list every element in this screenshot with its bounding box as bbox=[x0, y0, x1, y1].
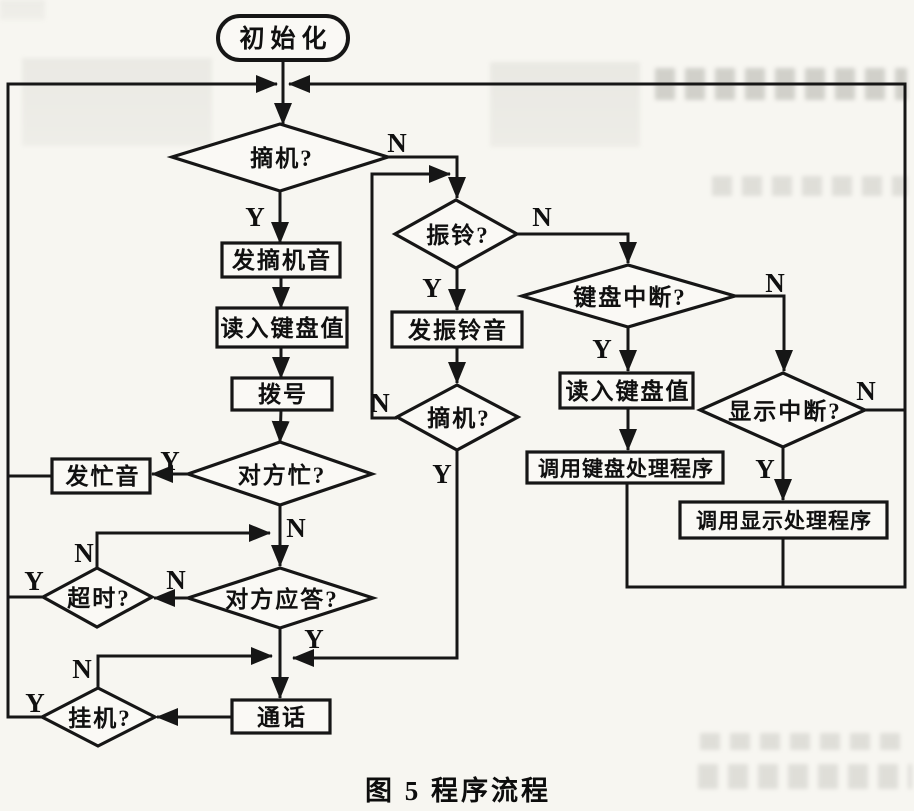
node-answer: 对方应答? bbox=[182, 566, 379, 630]
answer-label: 对方应答? bbox=[225, 586, 339, 612]
read-key-int-label: 读入键盘值 bbox=[566, 378, 691, 404]
read-key-main-rect bbox=[215, 306, 349, 349]
offhook2-diamond bbox=[393, 383, 522, 452]
node-kbd-int: 键盘中断? bbox=[516, 263, 741, 329]
call-kbd-handler-rect bbox=[525, 450, 725, 485]
timeout-label: 超时? bbox=[67, 586, 131, 611]
timeout-no-label: N bbox=[74, 538, 94, 568]
node-send-offhook-tone: 发摘机音 bbox=[220, 241, 342, 279]
edge-offhook1-no bbox=[388, 155, 466, 199]
read-key-int-rect bbox=[558, 371, 695, 410]
node-talk: 通话 bbox=[230, 698, 332, 735]
offhook1-diamond bbox=[166, 122, 394, 193]
kbd-int-label: 键盘中断? bbox=[573, 284, 687, 310]
offhook2-no-label: N bbox=[370, 388, 390, 418]
talk-label: 通话 bbox=[257, 705, 307, 730]
edge-offhook2-no-loop bbox=[370, 165, 451, 420]
edge-kbdint-no bbox=[735, 294, 793, 372]
offhook1-label: 摘机? bbox=[250, 145, 314, 171]
timeout-yes-label: Y bbox=[24, 566, 44, 596]
edge-right-feedback-rail bbox=[288, 75, 907, 589]
kbd-int-diamond bbox=[516, 263, 741, 329]
dial-label: 拨号 bbox=[258, 382, 308, 407]
busy-yes-label: Y bbox=[160, 446, 180, 476]
call-disp-handler-label: 调用显示处理程序 bbox=[696, 509, 872, 533]
send-offhook-tone-label: 发摘机音 bbox=[231, 247, 332, 273]
dial-rect bbox=[230, 376, 334, 412]
node-ring: 振铃? bbox=[391, 198, 521, 270]
node-read-key-main: 读入键盘值 bbox=[215, 306, 349, 349]
send-ring-tone-label: 发振铃音 bbox=[407, 317, 508, 343]
edge-hangup-no bbox=[96, 647, 273, 688]
send-busy-tone-label: 发忙音 bbox=[65, 463, 141, 489]
disp-int-diamond bbox=[696, 371, 869, 449]
flow-edges bbox=[6, 60, 907, 726]
call-disp-handler-rect bbox=[678, 500, 889, 540]
offhook1-yes-label: Y bbox=[245, 202, 265, 232]
hangup-yes-label: Y bbox=[25, 688, 45, 718]
ring-label: 振铃? bbox=[426, 222, 490, 248]
kbd-int-yes-label: Y bbox=[592, 334, 612, 364]
read-key-main-label: 读入键盘值 bbox=[221, 315, 346, 341]
timeout-diamond bbox=[39, 566, 156, 629]
edge-dial-busy bbox=[271, 409, 290, 443]
edge-timeout-no bbox=[95, 524, 271, 568]
figure-caption: 图 5 程序流程 bbox=[365, 775, 551, 806]
start-label: 初始化 bbox=[239, 25, 332, 53]
node-start: 初始化 bbox=[216, 14, 350, 62]
offhook2-label: 摘机? bbox=[427, 405, 491, 431]
node-disp-int: 显示中断? bbox=[696, 371, 869, 449]
ring-diamond bbox=[391, 198, 521, 270]
node-read-key-int: 读入键盘值 bbox=[558, 371, 695, 410]
node-call-kbd-handler: 调用键盘处理程序 bbox=[525, 450, 725, 485]
node-busy: 对方忙? bbox=[183, 440, 377, 507]
disp-int-yes-label: Y bbox=[755, 454, 775, 484]
call-kbd-handler-label: 调用键盘处理程序 bbox=[538, 457, 714, 481]
edge-left-feedback-rail bbox=[6, 75, 278, 719]
disp-int-label: 显示中断? bbox=[728, 398, 842, 424]
busy-no-label: N bbox=[286, 513, 306, 543]
send-ring-tone-rect bbox=[390, 310, 524, 349]
busy-diamond bbox=[183, 440, 377, 507]
answer-no-label: N bbox=[166, 565, 186, 595]
hangup-no-label: N bbox=[72, 654, 92, 684]
edge-offhook2-yes bbox=[292, 450, 459, 667]
branch-labels: Y N Y N Y N N Y Y N Y N Y N Y N Y N bbox=[24, 128, 876, 718]
ring-yes-label: Y bbox=[422, 273, 442, 303]
answer-yes-label: Y bbox=[304, 624, 324, 654]
disp-int-no-label: N bbox=[856, 376, 876, 406]
node-offhook2: 摘机? bbox=[393, 383, 522, 452]
node-offhook1: 摘机? bbox=[166, 122, 394, 193]
node-timeout: 超时? bbox=[39, 566, 156, 629]
offhook2-yes-label: Y bbox=[432, 459, 452, 489]
ring-no-label: N bbox=[532, 202, 552, 232]
hangup-diamond bbox=[38, 686, 159, 748]
kbd-int-no-label: N bbox=[765, 268, 785, 298]
answer-diamond bbox=[182, 566, 379, 630]
node-call-disp-handler: 调用显示处理程序 bbox=[678, 500, 889, 540]
hangup-label: 挂机? bbox=[68, 706, 132, 731]
start-oval bbox=[216, 14, 350, 62]
send-busy-tone-rect bbox=[50, 457, 152, 495]
node-send-ring-tone: 发振铃音 bbox=[390, 310, 524, 349]
send-offhook-tone-rect bbox=[220, 241, 342, 279]
edge-ring-no bbox=[517, 232, 637, 264]
node-hangup: 挂机? bbox=[38, 686, 159, 748]
node-dial: 拨号 bbox=[230, 376, 334, 412]
talk-rect bbox=[230, 698, 332, 735]
node-send-busy-tone: 发忙音 bbox=[50, 457, 152, 495]
offhook1-no-label: N bbox=[387, 128, 407, 158]
busy-label: 对方忙? bbox=[238, 462, 327, 488]
